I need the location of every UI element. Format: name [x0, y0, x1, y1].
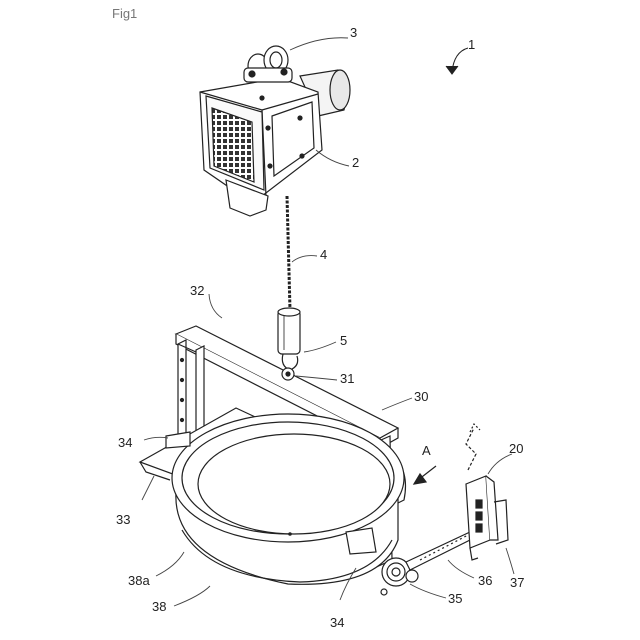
ref-4: 4: [320, 248, 327, 261]
ref-36: 36: [478, 574, 492, 587]
control-handle: [466, 424, 508, 560]
ref-30: 30: [414, 390, 428, 403]
top-hook: [244, 46, 292, 82]
ref-31: 31: [340, 372, 354, 385]
ref-1: 1: [468, 38, 475, 51]
ref-38: 38: [152, 600, 166, 613]
ref-35: 35: [448, 592, 462, 605]
direction-arrow-a: [414, 466, 436, 484]
hoist-unit: [200, 46, 350, 216]
load-hook-block: [278, 308, 300, 370]
ref-20: 20: [509, 442, 523, 455]
ref-34-bottom: 34: [330, 616, 344, 629]
ref-33: 33: [116, 513, 130, 526]
ref-a: A: [422, 444, 431, 457]
assembly-arrow: [446, 48, 468, 74]
ref-38a: 38a: [128, 574, 150, 587]
ref-3: 3: [350, 26, 357, 39]
ref-34-left: 34: [118, 436, 132, 449]
ref-5: 5: [340, 334, 347, 347]
ref-32: 32: [190, 284, 204, 297]
ref-2: 2: [352, 156, 359, 169]
ref-37: 37: [510, 576, 524, 589]
chain: [287, 196, 290, 310]
